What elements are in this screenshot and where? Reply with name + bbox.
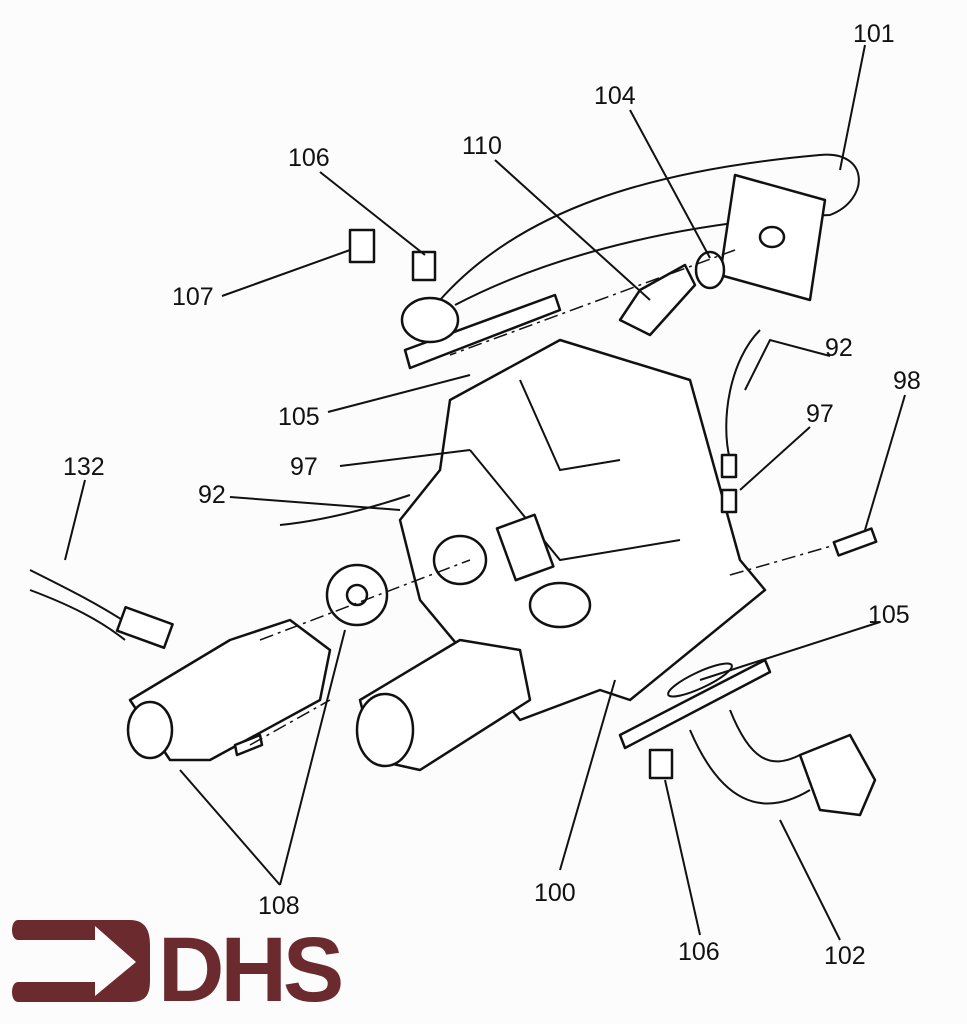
wire-132	[29, 569, 131, 641]
callout-97-left: 97	[290, 453, 318, 481]
pipe-101	[439, 153, 860, 306]
gasket-105-top	[403, 293, 562, 370]
callout-107: 107	[172, 283, 214, 311]
screw-106-bottom	[648, 748, 674, 780]
arrow-logo-icon	[12, 920, 150, 1002]
callout-98: 98	[893, 367, 921, 395]
callout-106-top: 106	[288, 144, 330, 172]
coil-108	[126, 563, 389, 762]
dhs-logo: DHS	[12, 919, 345, 1021]
screw-106-top	[411, 250, 437, 282]
terminal-97-right	[720, 453, 738, 479]
callout-97-right: 97	[806, 400, 834, 428]
wire-92-left	[279, 494, 411, 526]
pin-98	[832, 527, 878, 557]
callout-132: 132	[63, 453, 105, 481]
callout-104: 104	[594, 82, 636, 110]
callout-105-bottom: 105	[868, 601, 910, 629]
callout-92-right: 92	[825, 334, 853, 362]
fitting-110	[618, 263, 697, 337]
gas-valve-100	[355, 338, 767, 772]
gasket-105-bottom	[618, 658, 772, 750]
wire-92-right	[725, 329, 761, 461]
callout-100: 100	[534, 879, 576, 907]
callout-105-top: 105	[278, 403, 320, 431]
pipe-102	[689, 709, 877, 817]
leader-lines	[64, 44, 906, 941]
callout-110: 110	[462, 132, 502, 160]
callout-101: 101	[853, 20, 895, 48]
logo-text: DHS	[158, 919, 341, 1021]
callout-102: 102	[824, 942, 866, 970]
callout-92-left: 92	[198, 481, 226, 509]
callout-108: 108	[258, 892, 300, 920]
screw-107	[348, 228, 376, 264]
callout-106-bottom: 106	[678, 938, 720, 966]
